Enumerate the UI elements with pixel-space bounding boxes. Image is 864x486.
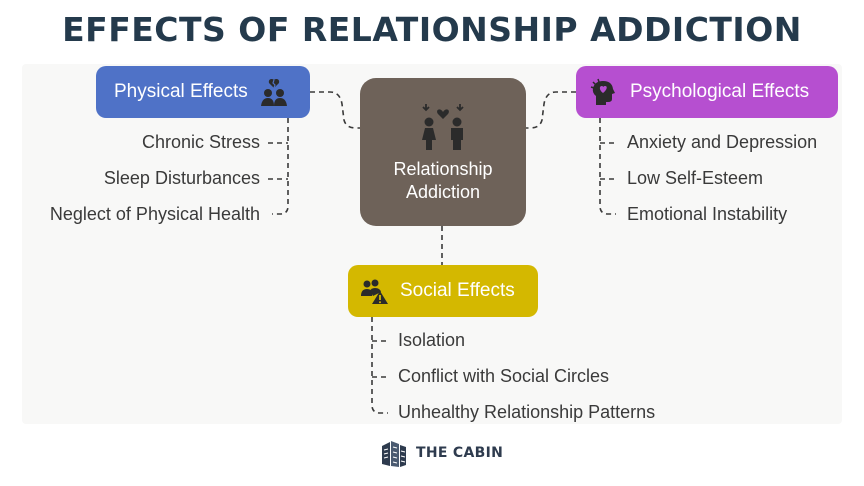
building-logo-icon — [382, 441, 406, 467]
physical-item-sleep-disturbances: Sleep Disturbances — [103, 168, 260, 188]
physical-item-chronic-stress: Chronic Stress — [141, 132, 260, 152]
logo-text: THE CABIN — [416, 445, 504, 461]
psych-item-low-self-esteem: Low Self-Esteem — [627, 168, 764, 188]
psychological-effects-box: Psychological Effects — [576, 66, 838, 118]
center-label: Relationship Addiction — [360, 158, 526, 204]
group-warning-icon — [360, 277, 388, 305]
psych-item-anxiety-depression: Anxiety and Depression — [627, 132, 818, 152]
broken-heart-couple-icon — [260, 78, 288, 106]
the-cabin-logo: THE CABIN — [380, 438, 503, 468]
physical-item-neglect-health: Neglect of Physical Health — [49, 204, 260, 224]
center-label-line1: Relationship — [393, 159, 493, 179]
psych-item-emotional-instability: Emotional Instability — [627, 204, 788, 224]
physical-branch-trunk — [272, 118, 289, 215]
psych-branch-trunk — [599, 118, 616, 215]
page-title: EFFECTS OF RELATIONSHIP ADDICTION — [62, 10, 802, 49]
connector-physical-center — [310, 91, 360, 129]
connector-psych-center — [526, 91, 576, 129]
social-item-conflict: Conflict with Social Circles — [398, 366, 610, 386]
psychological-effects-label: Psychological Effects — [630, 81, 810, 102]
relationship-addiction-node: Relationship Addiction — [360, 78, 526, 226]
couple-heart-icon — [422, 104, 464, 150]
head-with-heart-icon — [590, 78, 618, 106]
physical-effects-label: Physical Effects — [114, 81, 248, 102]
center-label-line2: Addiction — [405, 182, 481, 202]
social-item-isolation: Isolation — [398, 330, 466, 350]
social-effects-label: Social Effects — [400, 280, 515, 301]
social-branch-trunk — [371, 317, 388, 414]
social-item-unhealthy-patterns: Unhealthy Relationship Patterns — [398, 402, 656, 422]
physical-effects-box: Physical Effects — [96, 66, 310, 118]
social-effects-box: Social Effects — [348, 265, 538, 317]
